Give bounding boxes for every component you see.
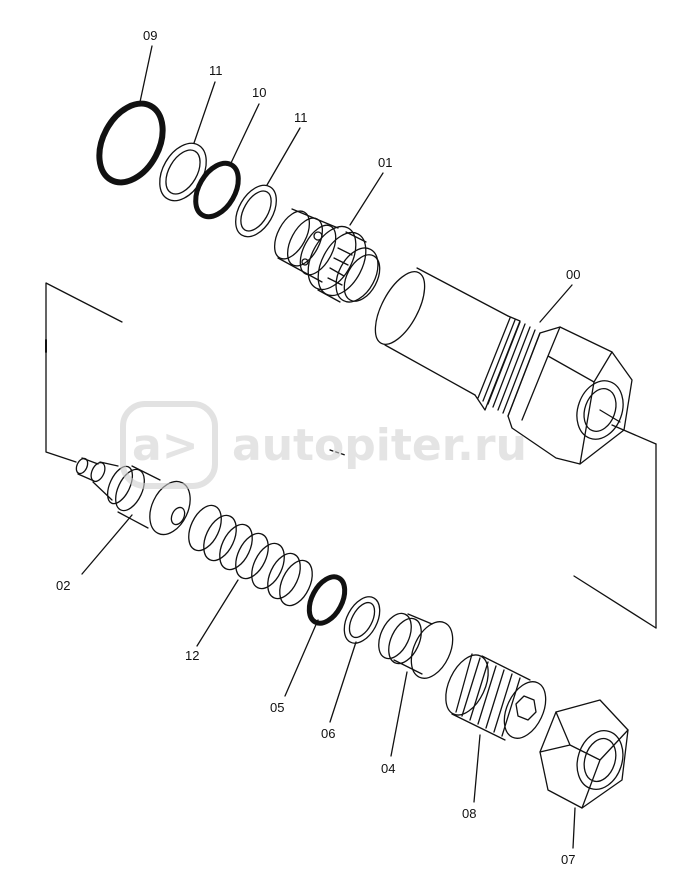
- part-08-thread: [455, 653, 521, 737]
- part-00-body: [374, 267, 633, 465]
- part-04-piston: [378, 612, 454, 679]
- part-05-oring: [306, 574, 348, 626]
- part-01-sleeve: [273, 208, 381, 303]
- label-part-05: 05: [270, 700, 284, 715]
- part-12-spring: [188, 504, 313, 607]
- label-part-11-left: 11: [209, 63, 223, 78]
- watermark: a> autopiter.ru: [120, 401, 527, 489]
- part-10-oring: [193, 160, 241, 220]
- part-06-backup-ring: [343, 596, 381, 644]
- label-part-02: 02: [56, 578, 70, 593]
- part-07-lock-nut: [539, 699, 629, 809]
- label-part-08: 08: [462, 806, 476, 821]
- leader-lines: [81, 45, 576, 849]
- label-part-10: 10: [252, 85, 266, 100]
- label-part-11-right: 11: [294, 110, 308, 125]
- label-part-09: 09: [143, 28, 157, 43]
- label-part-07: 07: [561, 852, 575, 867]
- watermark-logo: a>: [132, 420, 199, 471]
- assembly-axis-lines: [45, 282, 657, 629]
- label-part-01: 01: [378, 155, 392, 170]
- label-part-06: 06: [321, 726, 335, 741]
- part-08-adjusting-screw: [445, 653, 547, 741]
- watermark-logo-box: [120, 401, 218, 489]
- watermark-text: autopiter.ru: [232, 420, 527, 471]
- label-part-00: 00: [566, 267, 580, 282]
- part-11-backup-ring-right: [235, 184, 277, 238]
- part-09-oring: [96, 100, 166, 186]
- part-00-thread: [477, 317, 541, 417]
- part-labels: 09 11 10 11 01 00 02 12 05 06 04 08 07: [56, 28, 580, 867]
- label-part-12: 12: [185, 648, 199, 663]
- label-part-04: 04: [381, 761, 395, 776]
- part-02-poppet: [75, 457, 191, 536]
